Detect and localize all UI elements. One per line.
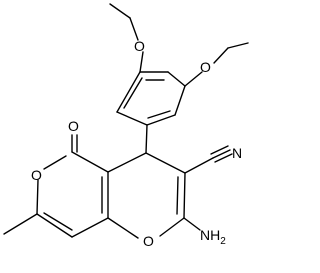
atom-o-ethoxy-right: O	[200, 59, 211, 75]
atom-o-carbonyl: O	[68, 118, 79, 134]
bond-benz-inner-3	[123, 77, 143, 109]
structure-svg: O O O O O N NH2	[3, 3, 249, 249]
bond-benz-6	[116, 71, 141, 113]
bond-ethoxy-right-o-ring	[184, 71, 203, 87]
bond-c7-c8	[36, 213, 73, 238]
bond-ethyl-top-2	[129, 17, 139, 41]
atom-o-lactone: O	[31, 167, 42, 183]
bond-cn-triple-2	[210, 145, 229, 155]
bond-c4a-c4	[107, 152, 147, 173]
bond-c4-c3	[145, 152, 186, 174]
bond-ethyl-top-1	[109, 3, 131, 19]
bond-c3-cn	[184, 157, 214, 174]
bond-benz-4	[146, 114, 176, 126]
bond-c5-ringo	[43, 155, 67, 170]
bond-c7-c8-inner	[43, 212, 73, 231]
bond-c4-aryl	[145, 124, 148, 154]
amino-label: NH	[200, 227, 220, 243]
bond-benz-3	[174, 85, 186, 116]
molecule-diagram: O O O O O N NH2	[3, 3, 249, 249]
bond-c8-c8a	[71, 217, 109, 238]
bond-cn-triple-1	[212, 149, 231, 159]
bond-benz-inner-2	[147, 110, 171, 119]
atom-n-nitrile: N	[232, 145, 242, 161]
bond-ethyl-right-1	[227, 42, 249, 49]
bond-o-c8a	[107, 217, 139, 239]
atom-amino: NH2	[200, 227, 226, 247]
bond-c4a-c5	[71, 151, 109, 173]
bond-ringo-c7	[36, 179, 39, 215]
bond-c7-methyl	[3, 213, 38, 235]
bond-ethyl-right-2	[213, 47, 229, 64]
bond-c3-c2-inner	[176, 176, 179, 215]
amino-subscript: 2	[220, 236, 226, 247]
bond-c3-c2	[183, 172, 186, 219]
bond-benz-5	[116, 111, 148, 126]
atom-o-pyran: O	[143, 233, 154, 249]
bond-ethoxy-top-o-ring	[139, 51, 144, 73]
bond-benz-2	[167, 71, 186, 87]
bond-cn-triple-3	[214, 153, 233, 163]
atom-o-ethoxy-top: O	[134, 38, 145, 54]
bonds	[3, 3, 249, 239]
bond-c2-o	[159, 217, 185, 237]
bond-c2-amino	[183, 217, 201, 231]
